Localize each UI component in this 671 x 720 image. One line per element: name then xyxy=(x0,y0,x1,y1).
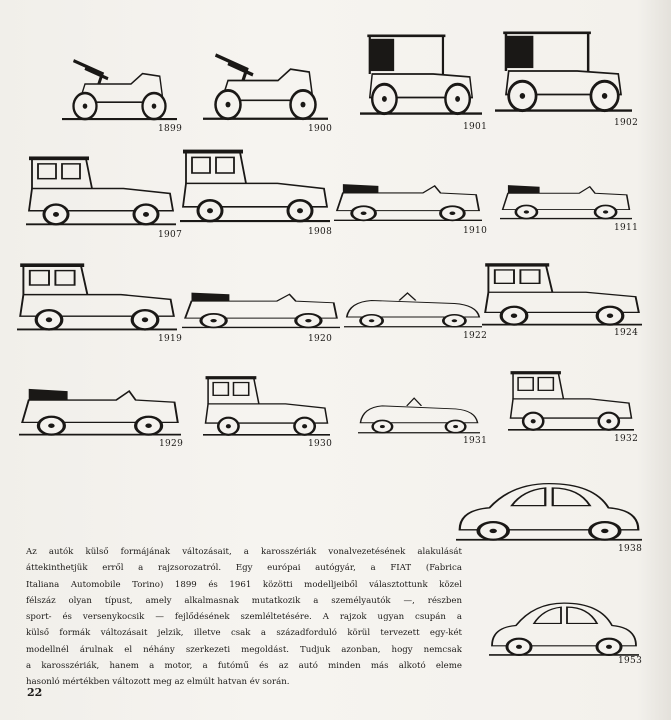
year-label: 1908 xyxy=(308,227,333,237)
car-icon xyxy=(344,292,482,328)
year-label: 1919 xyxy=(158,334,183,344)
car-icon xyxy=(482,263,642,326)
caption-line: áttekinthetjük erről a rajzsorozatról. E… xyxy=(26,563,462,574)
car-icon xyxy=(203,53,328,121)
page-number: 22 xyxy=(27,686,43,699)
car-drawing-1920 xyxy=(182,279,340,330)
caption-line: Italiana Automobile Torino) 1899 és 1961… xyxy=(26,579,462,590)
car-icon xyxy=(26,156,176,226)
car-drawing-1919 xyxy=(17,261,177,333)
car-drawing-1901 xyxy=(360,30,482,118)
year-label: 1930 xyxy=(308,439,333,449)
car-icon xyxy=(17,263,177,331)
year-label: 1931 xyxy=(463,436,488,446)
car-drawing-1907 xyxy=(26,154,176,228)
car-drawing-1922 xyxy=(344,284,482,329)
car-drawing-1930 xyxy=(203,374,330,438)
car-icon xyxy=(360,34,482,116)
car-icon xyxy=(203,376,330,436)
car-drawing-1938 xyxy=(456,477,642,543)
year-label: 1924 xyxy=(614,328,639,338)
caption-line: félszáz olyan típust, amely alkalmasnak … xyxy=(26,595,462,606)
car-drawing-1953 xyxy=(489,597,639,658)
car-icon xyxy=(19,388,181,436)
car-icon xyxy=(489,602,639,656)
caption-text: Az autók külső formájának változásait, a… xyxy=(26,544,462,691)
car-drawing-1899 xyxy=(62,45,177,123)
caption-line: a karosszériák, hanem a motor, a futómű … xyxy=(26,661,462,672)
year-label: 1899 xyxy=(158,124,183,134)
car-icon xyxy=(456,482,642,541)
year-label: 1907 xyxy=(158,230,183,240)
caption-line: Az autók külső formájának változásait, a… xyxy=(26,547,462,557)
year-label: 1900 xyxy=(308,124,333,134)
car-drawing-1911 xyxy=(500,172,632,221)
year-label: 1938 xyxy=(618,544,643,554)
year-label: 1922 xyxy=(463,331,488,341)
car-icon xyxy=(182,292,340,329)
car-drawing-1910 xyxy=(334,170,482,223)
year-label: 1911 xyxy=(614,223,639,233)
year-label: 1901 xyxy=(463,122,488,132)
car-icon xyxy=(180,149,330,223)
year-label: 1902 xyxy=(614,118,639,128)
car-icon xyxy=(358,397,480,434)
car-icon xyxy=(62,59,177,121)
caption-line: modellnél árulnak el néhány szerkezeti m… xyxy=(26,644,462,655)
caption-line: sport- és versenykocsik — fejlődésének s… xyxy=(26,612,462,623)
car-drawing-1902 xyxy=(495,27,632,115)
car-icon xyxy=(334,184,482,222)
car-icon xyxy=(508,371,634,431)
year-label: 1929 xyxy=(159,439,184,449)
car-icon xyxy=(495,31,632,113)
year-label: 1910 xyxy=(463,226,488,236)
car-drawing-1929 xyxy=(19,371,181,438)
year-label: 1932 xyxy=(614,434,639,444)
caption-line: külső formák változásait jelzik, illetve… xyxy=(26,628,462,639)
car-drawing-1900 xyxy=(203,38,328,123)
year-label: 1953 xyxy=(618,656,643,666)
car-drawing-1908 xyxy=(180,147,330,225)
car-icon xyxy=(500,185,632,220)
car-drawing-1931 xyxy=(358,389,480,435)
car-drawing-1924 xyxy=(482,261,642,328)
car-drawing-1932 xyxy=(508,369,634,433)
caption-line: hasonló mértékben változott meg az elmúl… xyxy=(26,677,290,688)
year-label: 1920 xyxy=(308,334,333,344)
